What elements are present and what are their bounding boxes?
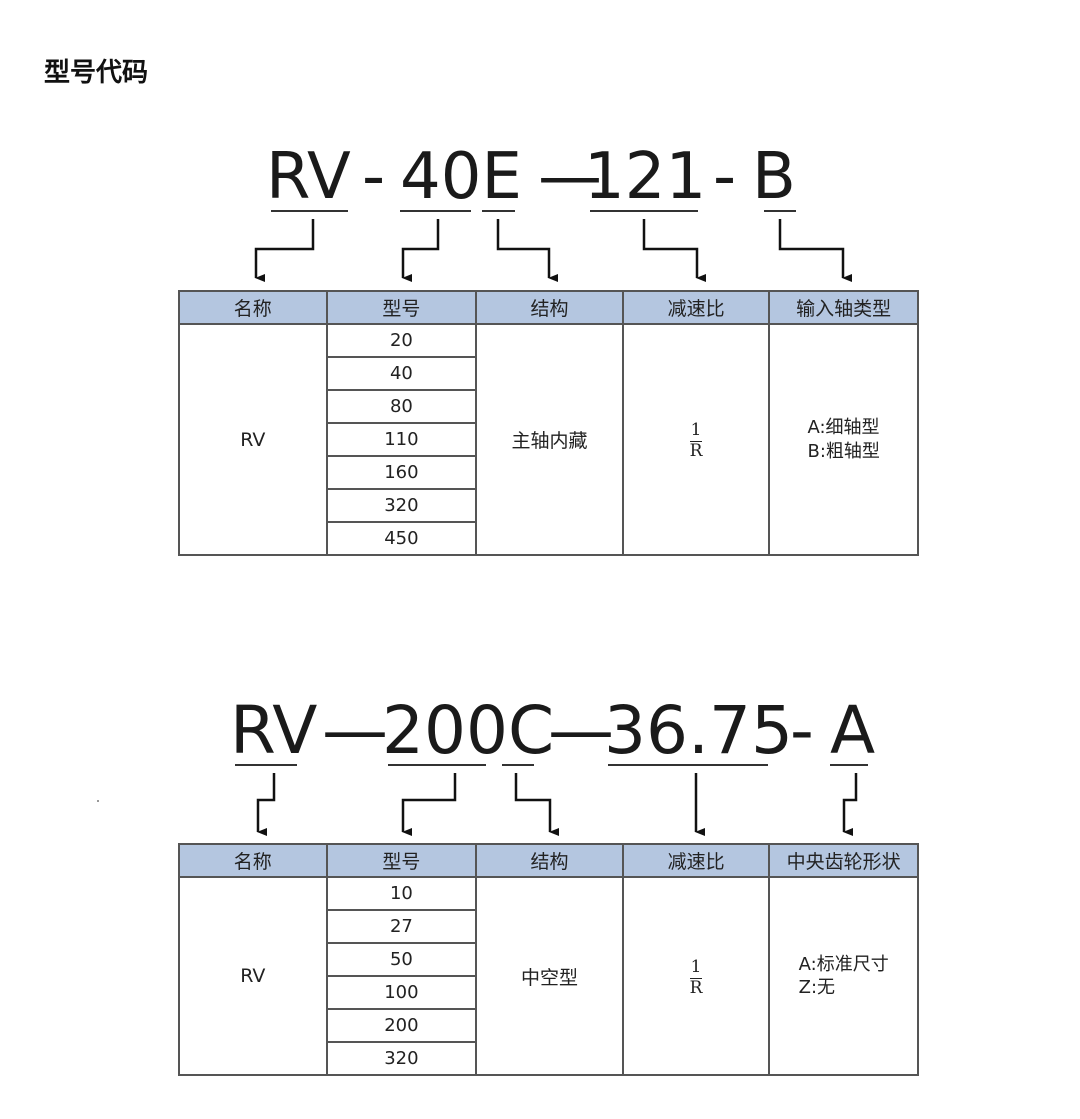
options-list: A:细轴型 B:粗轴型: [807, 416, 879, 463]
arrow-ratio: [642, 219, 706, 282]
ratio-fraction: 1 R: [689, 956, 703, 998]
code-part-model: 200C: [382, 692, 555, 769]
code-separator: —: [548, 692, 614, 769]
arrow-name: [256, 773, 276, 836]
cell-model: 10: [325, 876, 478, 911]
table-row: RV 10 中空型 1 R A:标准尺寸 Z:无: [178, 876, 919, 1076]
spec-table-2: 名称 型号 结构 减速比 中央齿轮形状 RV 10 中空型 1 R A:标准尺寸…: [178, 843, 919, 1076]
ratio-numerator: 1: [690, 956, 702, 977]
table-row: RV 20 主轴内藏 1 R A:细轴型 B:粗轴型: [178, 323, 919, 556]
cell-structure: 中空型: [475, 876, 624, 1076]
arrow-structure: [496, 219, 558, 282]
options-list: A:标准尺寸 Z:无: [799, 953, 889, 1000]
page-title: 型号代码: [44, 58, 149, 88]
code-part-series: RV: [266, 140, 351, 214]
code-part-ratio: 36.75: [604, 692, 793, 769]
code-separator: —: [322, 692, 388, 769]
table-row: 50: [179, 942, 918, 977]
code-part-model: 40E: [400, 140, 522, 214]
spec-table-1: 名称 型号 结构 减速比 输入轴类型 RV 20 主轴内藏 1 R A:细轴型 …: [178, 290, 919, 556]
cell-model: 27: [325, 909, 478, 944]
arrow-model: [401, 219, 440, 282]
arrow-structure: [514, 773, 559, 836]
arrow-name: [254, 219, 315, 282]
code-part-series: RV: [230, 692, 318, 769]
ratio-fraction: 1 R: [689, 420, 703, 461]
arrow-model: [401, 773, 457, 836]
table-row: 200: [179, 1008, 918, 1043]
cell-model: 80: [325, 389, 478, 424]
fraction-bar: [690, 977, 703, 979]
ratio-denominator: R: [689, 977, 703, 998]
table-row: 320: [179, 488, 918, 523]
code-separator: -: [713, 140, 737, 214]
cell-model: 200: [325, 1008, 478, 1043]
header-structure: 结构: [475, 843, 624, 878]
option-item: A:细轴型: [807, 417, 880, 439]
header-structure: 结构: [475, 290, 624, 325]
code-part-input-type: B: [752, 140, 796, 214]
table-row: 80: [179, 389, 918, 424]
table-row: 27: [179, 909, 918, 944]
code-separator: -: [790, 692, 814, 769]
code-part-ratio: 121: [584, 140, 707, 214]
cell-ratio: 1 R: [621, 323, 771, 556]
cell-options: A:细轴型 B:粗轴型: [768, 323, 919, 556]
cell-model: 40: [325, 356, 478, 391]
header-ratio: 减速比: [621, 290, 771, 325]
header-name: 名称: [178, 843, 328, 878]
table-row: 450: [179, 521, 918, 556]
arrow-center-gear: [842, 773, 858, 836]
ratio-numerator: 1: [690, 420, 702, 441]
fraction-bar: [690, 441, 703, 442]
cell-model: 100: [325, 975, 478, 1010]
table-row: 160: [179, 455, 918, 490]
table-row: 110: [179, 422, 918, 457]
cell-structure: 主轴内藏: [475, 323, 624, 556]
ratio-denominator: R: [689, 441, 703, 461]
cell-options: A:标准尺寸 Z:无: [768, 876, 919, 1076]
cell-model: 160: [325, 455, 478, 490]
cell-model: 20: [325, 323, 478, 358]
cell-name: RV: [178, 876, 328, 1076]
option-item: A:标准尺寸: [798, 953, 889, 975]
header-ratio: 减速比: [621, 843, 771, 878]
code-part-center-gear: A: [830, 692, 876, 769]
cell-model: 320: [325, 488, 478, 523]
table-row: 40: [179, 356, 918, 391]
option-item: Z:无: [798, 977, 836, 998]
option-item: B:粗轴型: [807, 440, 880, 462]
code-separator: -: [362, 140, 386, 214]
table-row: 100: [179, 975, 918, 1010]
table-row: 320: [179, 1041, 918, 1076]
table-header-row: 名称 型号 结构 减速比 中央齿轮形状: [178, 843, 919, 878]
stray-dot: [97, 800, 99, 802]
cell-model: 320: [325, 1041, 478, 1076]
header-input-type: 输入轴类型: [768, 290, 919, 325]
header-center-gear: 中央齿轮形状: [768, 843, 919, 878]
header-model: 型号: [325, 843, 478, 878]
cell-model: 450: [325, 521, 478, 556]
arrow-input-type: [778, 219, 852, 282]
table-header-row: 名称 型号 结构 减速比 输入轴类型: [178, 290, 919, 325]
header-name: 名称: [178, 290, 328, 325]
header-model: 型号: [325, 290, 478, 325]
cell-ratio: 1 R: [621, 876, 771, 1076]
cell-model: 50: [325, 942, 478, 977]
cell-model: 110: [325, 422, 478, 457]
cell-name: RV: [178, 323, 328, 556]
code-separator: —: [538, 140, 602, 214]
